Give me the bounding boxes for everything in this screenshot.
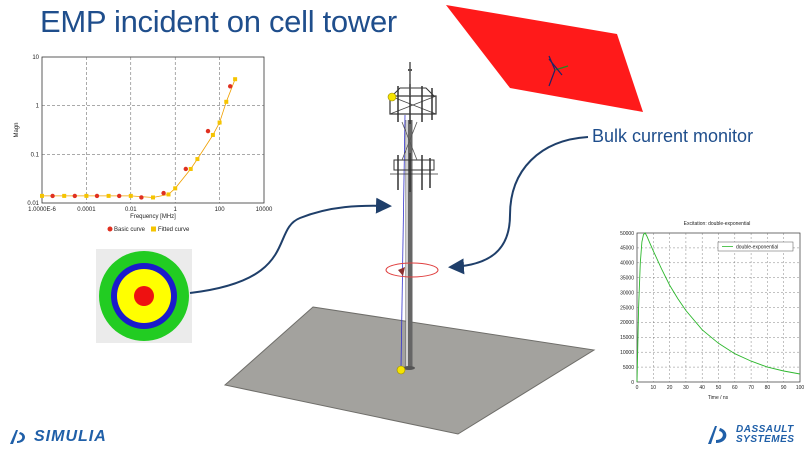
bulk-current-monitor-marker <box>398 267 405 276</box>
basic-curve-point <box>50 193 55 199</box>
fitted-curve-point <box>210 132 215 137</box>
freq-x-tick: 100 <box>215 207 226 213</box>
simulia-ds-icon <box>10 430 26 444</box>
freq-x-tick: 1.0000E-6 <box>28 207 56 213</box>
excitation-x-tick: 20 <box>667 385 673 391</box>
fitted-curve-point <box>233 77 238 82</box>
ground-contact-point <box>396 365 406 375</box>
fitted-curve-point <box>217 120 222 125</box>
fitted-curve-point <box>106 193 111 198</box>
basic-curve-point <box>227 84 233 89</box>
excitation-x-tick: 10 <box>651 385 657 391</box>
freq-x-axis-label: Frequency [MHz] <box>130 214 176 220</box>
fitted-curve-point <box>195 157 200 162</box>
page-title: EMP incident on cell tower <box>40 4 397 39</box>
simulia-logo: SIMULIA <box>8 428 107 446</box>
excitation-x-tick: 40 <box>699 385 705 391</box>
basic-curve-point <box>205 128 211 134</box>
excitation-y-tick: 30000 <box>620 290 634 296</box>
basic-curve-point <box>183 166 188 172</box>
double-exponential-line <box>636 232 801 383</box>
excitation-point-top <box>387 92 397 102</box>
fitted-curve-point <box>224 99 229 104</box>
plane-wave-source <box>446 5 643 112</box>
excitation-y-tick: 50000 <box>620 231 634 237</box>
excitation-y-tick: 35000 <box>620 276 634 282</box>
excitation-y-tick: 10000 <box>620 350 634 356</box>
legend-double-exponential: double-exponential <box>736 245 778 251</box>
cell-tower <box>389 62 438 370</box>
excitation-y-tick: 0 <box>631 380 634 386</box>
excitation-chart-title: Excitation: double-exponential <box>684 221 751 227</box>
excitation-x-axis-label: Time / ns <box>708 395 729 401</box>
excitation-chart: Excitation: double-exponential 0 10 20 30 40… <box>605 216 809 406</box>
fitted-curve-point <box>151 195 155 200</box>
excitation-y-tick: 20000 <box>620 320 634 326</box>
cross-section-red-core <box>134 286 154 306</box>
excitation-y-tick: 45000 <box>620 246 634 252</box>
legend-basic-curve: Basic curve <box>114 227 146 233</box>
freq-x-tick: 0.0001 <box>77 207 96 213</box>
basic-curve-point <box>116 193 122 199</box>
excitation-y-tick: 25000 <box>620 305 634 311</box>
freq-y-tick: 0.01 <box>27 201 39 207</box>
excitation-x-tick: 0 <box>636 385 639 391</box>
basic-curve-point <box>161 190 166 196</box>
excitation-y-tick: 40000 <box>620 261 634 267</box>
freq-x-tick: 10000 <box>256 207 273 213</box>
dassault-systemes-logo: DASSAULT SYSTEMES <box>706 424 794 446</box>
freq-legend: Basic curve Fitted curve <box>107 226 190 233</box>
basic-curve-point <box>72 193 77 199</box>
excitation-x-tick: 100 <box>796 385 805 391</box>
bulk-current-monitor-label: Bulk current monitor <box>592 126 754 146</box>
excitation-x-tick: 30 <box>683 385 689 391</box>
freq-y-axis-label: Magn <box>14 122 20 137</box>
bulk-current-monitor-ring <box>385 262 439 278</box>
excitation-x-tick: 70 <box>748 385 754 391</box>
fitted-curve-point <box>188 166 193 171</box>
excitation-y-tick: 5000 <box>623 365 634 371</box>
basic-curve-point <box>94 193 100 199</box>
freq-y-tick: 0.1 <box>31 152 40 158</box>
fitted-curve-line <box>42 79 236 198</box>
fitted-curve-point <box>84 193 89 198</box>
legend-basic-curve-marker <box>107 226 113 232</box>
excitation-y-tick: 15000 <box>620 335 634 341</box>
plane-wave-axes-icon <box>548 55 569 87</box>
excitation-x-tick: 50 <box>716 385 722 391</box>
dassault-ds-icon <box>708 426 727 444</box>
freq-x-tick: 1 <box>174 207 178 213</box>
fitted-curve-point <box>62 193 67 198</box>
fitted-curve-point <box>128 193 133 198</box>
arrow-to-cable <box>189 197 392 294</box>
frequency-chart: 1.0000E-6 0.0001 0.01 1 100 10000 10 1 0.1 0.01 F… <box>14 55 273 233</box>
excitation-x-tick: 60 <box>732 385 738 391</box>
fitted-curve-point <box>166 192 171 197</box>
excitation-legend: double-exponential <box>717 241 794 252</box>
ground-plane <box>223 306 596 435</box>
excitation-x-tick: 80 <box>765 385 771 391</box>
excitation-x-tick: 90 <box>781 385 787 391</box>
freq-x-tick: 0.01 <box>125 207 137 213</box>
freq-y-tick: 10 <box>32 55 39 61</box>
legend-fitted-curve: Fitted curve <box>158 227 190 233</box>
fitted-curve-point <box>173 186 178 191</box>
freq-plot-area <box>41 56 265 204</box>
cable-cross-section <box>96 249 192 343</box>
basic-curve-point <box>139 195 144 200</box>
arrow-to-monitor <box>448 136 589 275</box>
fitted-curve-point <box>40 193 44 198</box>
freq-y-tick: 1 <box>36 104 40 110</box>
legend-fitted-curve-marker <box>151 226 156 232</box>
